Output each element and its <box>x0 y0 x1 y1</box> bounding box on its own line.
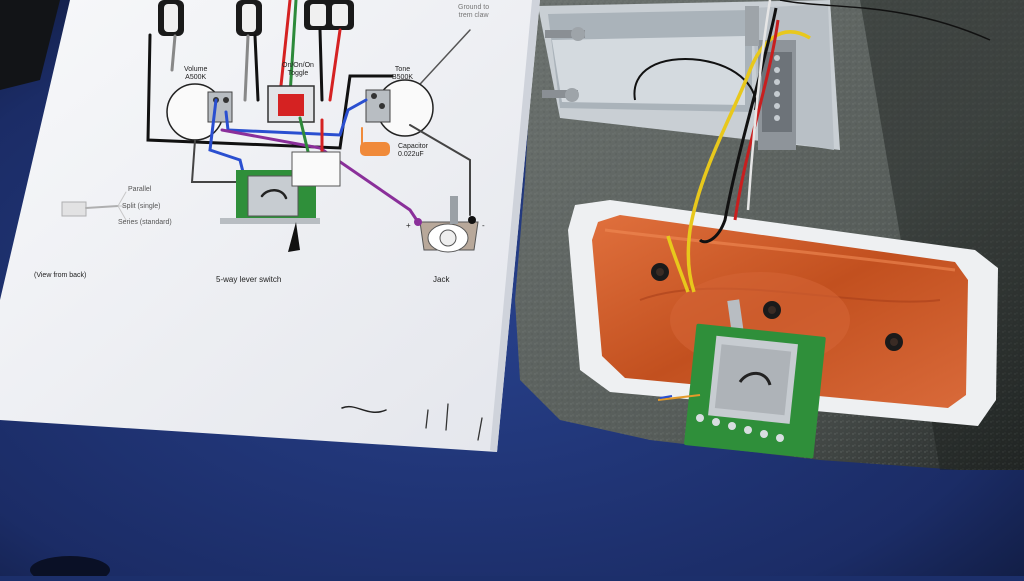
cavity-screws <box>542 6 759 102</box>
label-plus: + <box>406 221 411 230</box>
shadow <box>30 556 110 581</box>
red-wire <box>733 19 780 221</box>
label-lever-switch: 5-way lever switch <box>216 275 282 284</box>
small-toggle-diagram <box>61 191 127 221</box>
installed-switch <box>657 299 826 459</box>
label-jack: Jack <box>433 275 450 284</box>
label-series: Series (standard) <box>118 219 172 226</box>
label-view-from-back: (View from back) <box>34 272 87 279</box>
label-volume: Volume A500K <box>184 66 208 81</box>
label-toggle: On/On/On Toggle <box>282 62 314 77</box>
label-split: Split (single) <box>122 203 161 210</box>
dark-object <box>0 0 60 90</box>
label-minus: - <box>482 221 485 230</box>
yellow-wire <box>686 30 811 293</box>
label-ground-trem-claw: Ground to trem claw <box>458 4 490 19</box>
wiring-diagram <box>61 0 483 441</box>
label-tone: Tone B500K <box>392 66 414 81</box>
pickup-symbols <box>158 0 354 36</box>
black-wire <box>698 7 778 244</box>
label-parallel: Parallel <box>128 186 152 193</box>
jack-symbol <box>414 196 479 253</box>
white-wire <box>746 0 772 211</box>
capacitor-symbol <box>360 142 390 156</box>
label-capacitor: Capacitor 0.022uF <box>398 143 428 158</box>
